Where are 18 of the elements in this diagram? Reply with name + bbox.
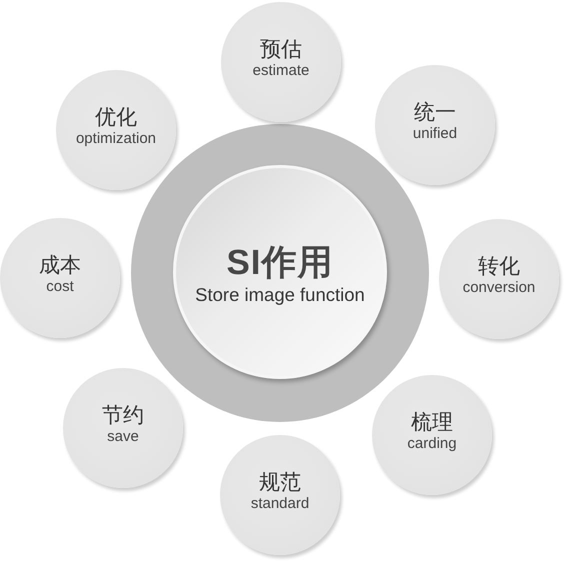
topic-title: 优化 (95, 106, 137, 130)
topic-subtitle: unified (412, 124, 458, 142)
topic-subtitle: optimization (76, 130, 156, 148)
topic-subtitle: carding (407, 434, 457, 452)
topic-subtitle: estimate (252, 62, 310, 80)
topic-title: 梳理 (411, 410, 453, 434)
topic-subtitle: cost (46, 278, 74, 296)
topic-subtitle: save (107, 428, 139, 446)
topic-title: 统一 (414, 100, 456, 124)
topic-subtitle: conversion (462, 278, 536, 296)
topic-title: 转化 (478, 254, 520, 278)
hub-title: SI作用 (226, 243, 334, 283)
topic-subtitle: standard (250, 494, 310, 512)
topic-title: 成本 (39, 254, 81, 278)
topic-title: 预估 (260, 38, 302, 62)
topic-title: 规范 (259, 470, 301, 494)
topic-title: 节约 (102, 404, 144, 428)
hub-subtitle: Store image function (195, 283, 365, 307)
